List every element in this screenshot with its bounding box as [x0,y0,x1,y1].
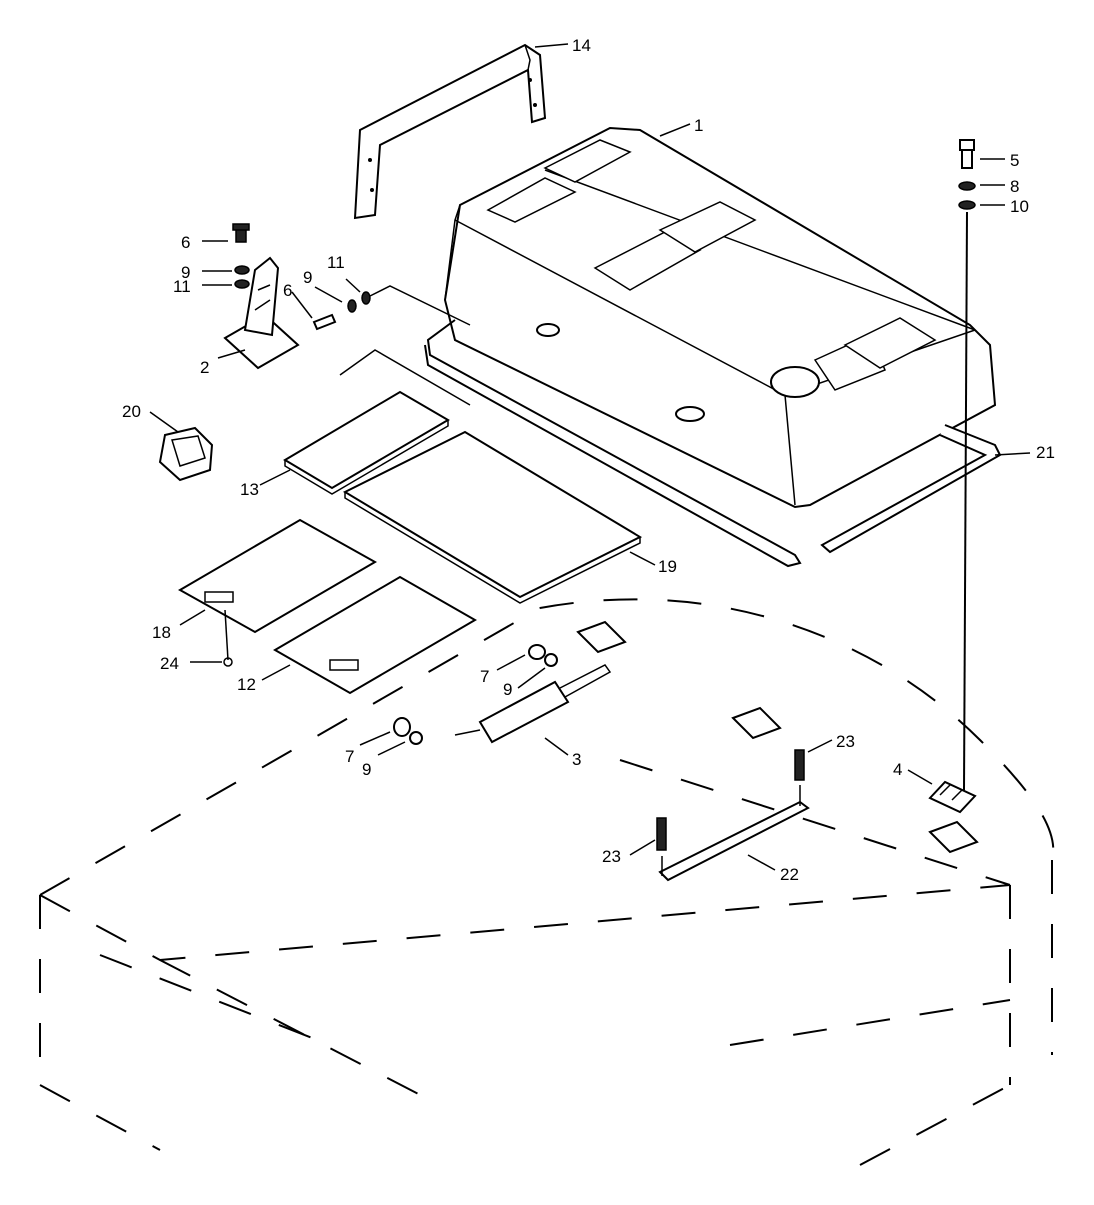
machine-base-outline [39,598,1055,1166]
part-20-grommet [158,426,214,482]
callout-7-upper: 7 [480,667,489,686]
spacer-7-lower [393,717,411,737]
part-24-rivet [223,657,233,667]
callout-11-side: 11 [327,253,345,272]
callout-6-upper: 6 [181,233,190,252]
part-21-seal-strip [424,319,1002,568]
washer-9-upper [234,265,250,275]
leader-lines [149,43,1031,871]
bolt-alignment-line [963,211,968,791]
callout-14: 14 [572,36,591,55]
part-12-panel [273,575,477,695]
washer-10 [958,200,976,210]
callout-21: 21 [1036,443,1055,462]
callout-4: 4 [893,760,902,779]
callout-6-side: 6 [283,281,292,300]
callout-23-upper: 23 [836,732,855,751]
pin-23-upper [794,749,805,781]
callout-7-lower: 7 [345,747,354,766]
callout-20: 20 [122,402,141,421]
part-22-prop-rod [658,785,810,882]
callout-9-strut-lower: 9 [362,760,371,779]
callout-24: 24 [160,654,179,673]
callout-19: 19 [658,557,677,576]
part-13-panel [283,390,450,495]
part-4-clip [928,780,977,814]
callout-13: 13 [240,480,259,499]
callout-23-lower: 23 [602,847,621,866]
part-18-panel [177,518,378,634]
spacer-7-upper [528,644,546,660]
hinge-block-2 [731,706,782,740]
callout-9-upper: 9 [181,263,190,282]
callout-5: 5 [1010,151,1019,170]
part-2-latch [223,256,300,370]
hinge-block-1 [576,620,627,654]
callout-9-side: 9 [303,268,312,287]
callout-3: 3 [572,750,581,769]
bolt-5 [959,139,975,169]
callout-12: 12 [237,675,256,694]
callout-11-upper: 11 [173,277,191,296]
callout-labels: 14 1 5 8 10 6 9 11 6 9 11 2 20 13 21 19 … [122,36,1055,884]
hinge-block-3 [928,820,979,854]
pin-23-lower [656,817,667,851]
leader-washers-to-cover [369,285,471,326]
part-14-bracket [353,43,547,220]
callout-10: 10 [1010,197,1029,216]
bolt-6-upper [232,223,250,243]
callout-8: 8 [1010,177,1019,196]
washer-9-strut-upper [544,653,558,667]
callout-18: 18 [152,623,171,642]
washer-9-strut-lower [409,731,423,745]
washer-11-side [361,291,371,305]
callout-22: 22 [780,865,799,884]
panel-large-outline [339,349,471,406]
washer-9-side [347,299,357,313]
bolt-6-side [312,313,337,331]
part-3-gas-strut [454,664,612,744]
washer-8 [958,181,976,191]
part-19-panel [342,430,643,604]
callout-1: 1 [694,116,703,135]
washer-11-upper [234,279,250,289]
callout-2: 2 [200,358,209,377]
part-1-cover [443,126,997,509]
callout-9-strut-upper: 9 [503,680,512,699]
